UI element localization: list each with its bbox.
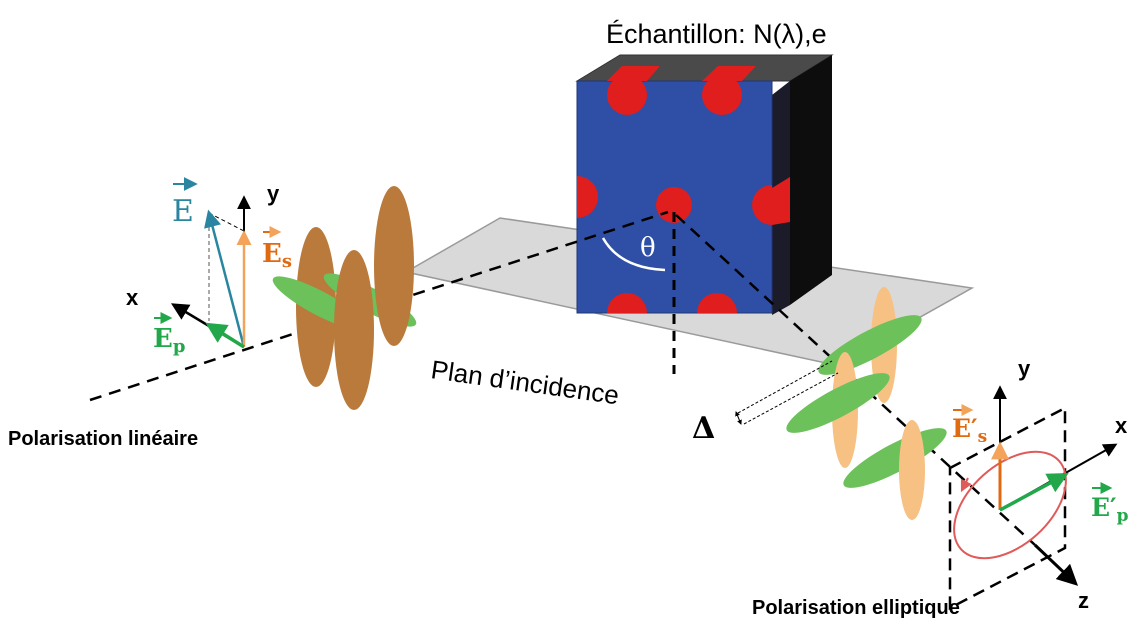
- svg-text:Es: Es: [262, 239, 292, 272]
- reflected-wave: [786, 287, 947, 520]
- polarization-ellipse: [953, 450, 1067, 560]
- right-z-axis: [1033, 543, 1079, 586]
- elliptic-polarization-caption: Polarisation elliptique: [752, 597, 960, 619]
- Ep-prime-label: E′p: [1091, 482, 1129, 526]
- red-atom: [702, 81, 742, 115]
- right-z-label: z: [1078, 588, 1089, 613]
- phase-shift-marker: [735, 360, 839, 425]
- ellipse-direction-arrow: [960, 477, 972, 493]
- red-atom: [752, 185, 772, 225]
- svg-text:E: E: [172, 194, 194, 229]
- red-atom-side: [772, 177, 790, 225]
- left-x-label: x: [126, 285, 139, 310]
- theta-arc: [601, 237, 666, 272]
- linear-polarization-caption: Polarisation linéaire: [8, 428, 198, 450]
- red-atom-top: [702, 66, 756, 81]
- incident-wave: [272, 186, 417, 410]
- red-atom: [577, 176, 598, 218]
- left-axes: x y E Es Ep: [126, 177, 292, 357]
- red-atom-top: [607, 66, 660, 81]
- E-vector: [204, 209, 246, 348]
- detection-frame: [948, 405, 1067, 611]
- sample-cube: [575, 54, 834, 315]
- right-axes: x y z E′s E′p: [948, 356, 1129, 613]
- Ep-prime-vector: [999, 473, 1069, 512]
- Es-label: Es: [262, 226, 292, 272]
- right-x-label: x: [1115, 413, 1128, 438]
- s-wave-lobe: [899, 420, 925, 520]
- cube-back-side: [790, 55, 832, 305]
- Ep-label: Ep: [153, 312, 185, 357]
- delta-label: Δ: [692, 411, 715, 446]
- right-y-label: y: [1018, 356, 1031, 381]
- s-wave-lobe: [374, 186, 414, 346]
- theta-label: θ: [640, 233, 656, 263]
- left-y-label: y: [267, 181, 280, 206]
- plane-label: Plan d’incidence: [429, 354, 621, 410]
- red-atom: [607, 81, 647, 115]
- s-wave-lobe: [334, 250, 374, 410]
- svg-text:E′p: E′p: [1091, 493, 1129, 526]
- svg-text:E′s: E′s: [952, 414, 987, 447]
- red-atom: [607, 293, 647, 313]
- Es-prime-label: E′s: [952, 404, 987, 447]
- svg-text:Ep: Ep: [153, 324, 185, 357]
- p-wave-lobe: [786, 373, 890, 433]
- Ep-vector: [205, 322, 245, 349]
- red-atom: [697, 293, 737, 313]
- E-label: E: [172, 177, 198, 229]
- sample-label: Échantillon: N(λ),e: [606, 19, 827, 49]
